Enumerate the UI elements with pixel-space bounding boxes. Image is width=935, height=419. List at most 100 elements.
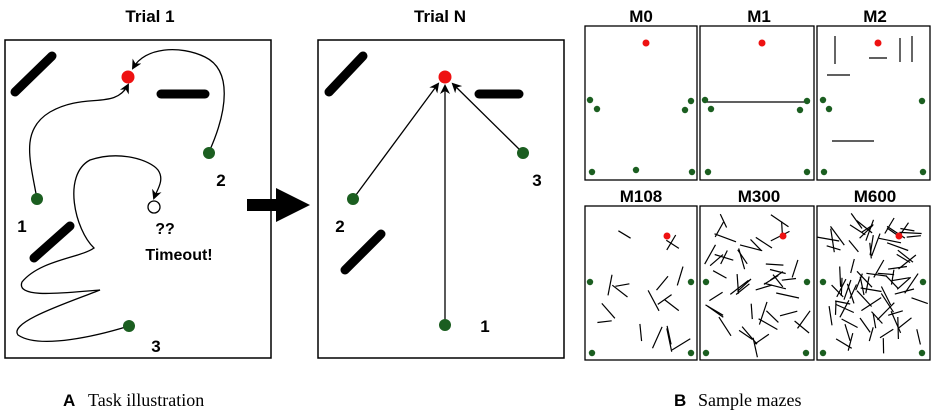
start-marker	[918, 97, 926, 105]
goal-marker	[438, 70, 452, 84]
start-marker	[820, 168, 828, 176]
start-marker	[825, 105, 833, 113]
start-marker	[702, 349, 710, 357]
maze-wall	[916, 329, 921, 345]
maze-wall	[843, 279, 852, 300]
maze-wall	[816, 236, 840, 242]
maze-wall	[849, 224, 866, 236]
maze-wall	[880, 293, 895, 313]
start-label: 3	[151, 337, 160, 356]
maze-wall	[876, 302, 895, 321]
timeout-marker	[147, 200, 161, 214]
start-marker	[687, 97, 695, 105]
start-marker	[796, 106, 804, 114]
goal-marker	[895, 232, 903, 240]
path-agent-3	[16, 155, 162, 342]
maze-wall	[705, 304, 724, 316]
start-marker	[586, 278, 594, 286]
maze-wall	[868, 327, 874, 342]
maze-wall	[666, 328, 673, 352]
path-agent-2	[132, 48, 225, 153]
maze-wall	[764, 282, 787, 290]
maze-wall	[776, 292, 800, 299]
maze-wall	[601, 303, 616, 319]
start-marker	[819, 278, 827, 286]
start-marker	[707, 105, 715, 113]
maze-wall	[871, 311, 883, 324]
start-marker	[517, 147, 529, 159]
start-marker	[687, 278, 695, 286]
maze-wall	[859, 317, 871, 333]
start-marker	[347, 193, 359, 205]
trialn-frame	[317, 39, 565, 359]
caption-letter: B	[674, 391, 686, 410]
maze-m1: M1	[699, 7, 815, 181]
maze-wall	[741, 326, 758, 345]
maze-wall	[856, 270, 873, 288]
maze-wall	[781, 277, 797, 281]
maze-frame	[584, 25, 698, 181]
maze-wall	[888, 265, 907, 270]
maze-wall	[900, 227, 915, 232]
maze-wall	[794, 320, 810, 334]
start-marker	[687, 349, 695, 357]
trial1-title: Trial 1	[125, 7, 174, 26]
goal-marker	[874, 39, 882, 47]
maze-wall	[735, 283, 750, 295]
maze-m300: M300	[699, 187, 815, 361]
start-marker	[819, 349, 827, 357]
maze-wall	[769, 268, 786, 275]
unknown-label: ??	[155, 221, 175, 238]
maze-wall	[848, 240, 859, 253]
maze-wall	[754, 333, 770, 345]
start-label: 2	[216, 171, 225, 190]
start-marker	[593, 105, 601, 113]
maze-wall	[846, 283, 855, 304]
obstacle	[340, 229, 386, 275]
maze-wall	[739, 244, 763, 252]
maze-wall	[890, 269, 895, 285]
maze-wall	[676, 266, 684, 286]
maze-walls	[816, 213, 929, 354]
start-marker	[803, 278, 811, 286]
maze-wall	[765, 263, 784, 266]
maze-wall	[850, 258, 855, 274]
start-marker	[203, 147, 215, 159]
maze-wall	[736, 278, 752, 292]
start-label: 1	[480, 317, 489, 336]
maze-wall	[671, 338, 691, 351]
maze-title: M300	[738, 187, 781, 206]
maze-m0: M0	[584, 7, 698, 181]
trial1-frame	[4, 39, 272, 359]
caption-text: Task illustration	[88, 390, 204, 410]
maze-wall	[797, 310, 811, 329]
maze-wall	[871, 233, 881, 257]
start-label: 3	[532, 171, 541, 190]
maze-wall	[877, 272, 895, 276]
maze-wall	[880, 286, 892, 306]
maze-wall	[847, 332, 854, 351]
start-marker	[704, 168, 712, 176]
path-agent-1	[28, 83, 129, 200]
maze-wall	[755, 236, 773, 249]
maze-wall	[855, 273, 863, 291]
maze-wall	[866, 272, 888, 277]
maze-walls	[704, 213, 811, 358]
maze-wall	[896, 276, 912, 290]
maze-wall	[836, 278, 847, 298]
trial1-panel: Trial 1 1 2 3 ?? Timeout!	[4, 7, 272, 359]
maze-walls	[597, 230, 691, 352]
maze-wall	[841, 318, 858, 329]
maze-wall	[888, 310, 903, 316]
maze-frame	[584, 205, 698, 361]
maze-wall	[647, 290, 660, 312]
maze-wall	[899, 231, 922, 235]
maze-wall	[758, 318, 778, 331]
obstacle	[324, 51, 368, 97]
start-marker	[803, 97, 811, 105]
start-marker	[919, 168, 927, 176]
maze-frame	[816, 25, 931, 181]
maze-wall	[890, 311, 902, 334]
maze-frame	[699, 205, 815, 361]
maze-wall	[830, 226, 845, 246]
